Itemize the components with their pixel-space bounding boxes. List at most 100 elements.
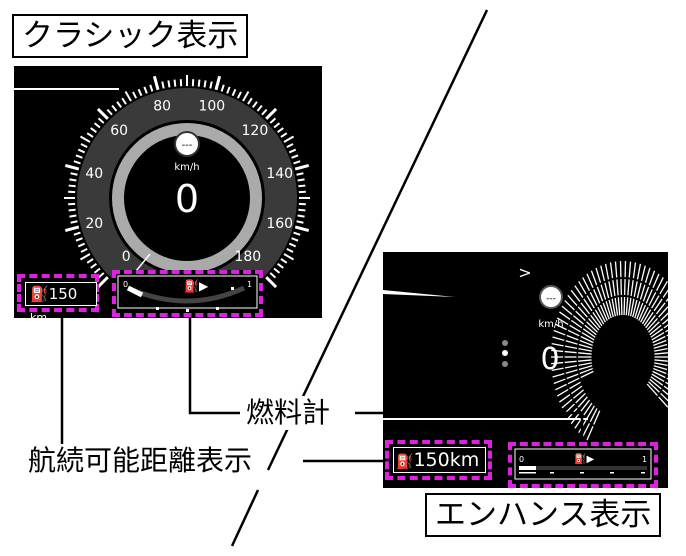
ring-hatch — [632, 262, 637, 279]
ring-hatch — [650, 328, 664, 338]
ring-hatch — [552, 373, 565, 378]
ring-hatch — [649, 324, 662, 336]
fuel-pump-icon: ⛽▶ — [574, 452, 594, 465]
ring-hatch — [583, 402, 593, 416]
ring-hatch — [665, 329, 668, 333]
scale-tick — [296, 220, 304, 224]
ring-hatch — [614, 297, 619, 316]
fuel-pump-icon: ⛽ — [396, 454, 414, 470]
classic-range-highlight: ⛽150 km — [17, 274, 99, 324]
scale-tick — [265, 107, 278, 120]
scale-tick — [80, 247, 88, 253]
ring-hatch — [583, 298, 593, 312]
ring-hatch — [648, 292, 657, 306]
scale-label: 160 — [266, 216, 293, 232]
ring-hatch — [565, 340, 578, 345]
ring-hatch — [564, 345, 578, 350]
ring-hatch — [625, 297, 629, 316]
ring-hatch — [665, 381, 668, 385]
ring-hatch — [617, 297, 621, 316]
speed-limit-text: --- — [182, 140, 193, 151]
ring-hatch — [578, 348, 592, 352]
scale-tick — [75, 237, 83, 242]
scale-tick — [236, 91, 242, 99]
range-display: ⛽150km — [393, 447, 486, 473]
scale-tick — [143, 86, 148, 94]
ring-hatch — [651, 373, 665, 382]
ring-hatch — [556, 317, 569, 326]
ring-hatch — [644, 267, 651, 284]
enhanced-fuel-gauge-highlight: 0 1 ⛽▶ — [508, 442, 658, 488]
ring-hatch — [561, 398, 573, 409]
ring-hatch — [658, 396, 668, 408]
ring-hatch — [561, 305, 573, 316]
scale-tick — [93, 267, 101, 274]
ring-hatch — [570, 289, 581, 302]
scale-tick — [64, 163, 80, 171]
scale-tick — [197, 79, 201, 87]
ring-hatch — [559, 394, 571, 403]
ring-hatch — [577, 396, 588, 408]
scale-tick — [277, 263, 284, 269]
ring-hatch — [556, 388, 569, 397]
range-value: 150km — [413, 449, 480, 471]
ring-hatch — [636, 282, 642, 299]
ring-hatch — [648, 270, 656, 286]
ring-hatch — [640, 306, 649, 323]
ring-hatch — [569, 381, 581, 390]
scale-tick — [96, 107, 109, 120]
scale-tick — [288, 242, 297, 248]
ring-hatch — [580, 370, 594, 379]
ring-hatch — [595, 267, 602, 284]
scale-tick — [203, 80, 207, 88]
ring-hatch — [627, 297, 632, 316]
ring-hatch — [582, 328, 596, 338]
ring-hatch — [580, 302, 591, 315]
ring-hatch — [564, 350, 577, 354]
ring-hatch — [638, 304, 647, 321]
ring-hatch — [600, 265, 606, 282]
ring-hatch — [579, 339, 593, 347]
scale-tick — [106, 108, 113, 116]
ring-hatch — [572, 315, 584, 325]
scale-tick — [90, 263, 97, 269]
ring-hatch — [646, 317, 658, 331]
ring-hatch — [555, 383, 567, 391]
ring-hatch — [662, 389, 668, 396]
page-dots-icon — [502, 340, 508, 346]
ring-hatch — [655, 277, 664, 291]
ring-hatch — [577, 306, 588, 318]
speed-unit: km/h — [538, 319, 563, 330]
scale-tick — [121, 97, 127, 105]
ring-hatch — [628, 261, 632, 278]
scale-tick — [69, 178, 77, 182]
ring-hatch — [559, 311, 571, 320]
ring-hatch — [575, 392, 586, 404]
ring-hatch — [569, 324, 581, 333]
scale-tick — [79, 253, 91, 261]
ring-hatch — [586, 273, 594, 288]
scale-tick — [298, 184, 306, 188]
ring-hatch — [593, 410, 601, 425]
scale-tick — [73, 160, 81, 165]
ring-hatch — [663, 385, 668, 390]
ring-hatch — [580, 399, 591, 412]
ring-hatch — [592, 312, 603, 327]
ring-hatch — [581, 332, 595, 341]
scale-tick — [209, 81, 213, 89]
ring-hatch — [654, 359, 668, 362]
scale-tick — [226, 86, 231, 94]
ring-hatch — [582, 423, 591, 437]
ring-hatch — [566, 373, 579, 380]
fuel-max-label: 1 — [247, 280, 252, 289]
ring-hatch — [665, 297, 668, 302]
ring-hatch — [636, 263, 642, 280]
ring-hatch — [584, 324, 597, 336]
scale-tick — [161, 81, 165, 89]
ring-hatch — [586, 295, 595, 309]
ring-hatch — [653, 339, 667, 347]
scale-tick — [69, 214, 77, 218]
scale-tick — [297, 178, 305, 182]
